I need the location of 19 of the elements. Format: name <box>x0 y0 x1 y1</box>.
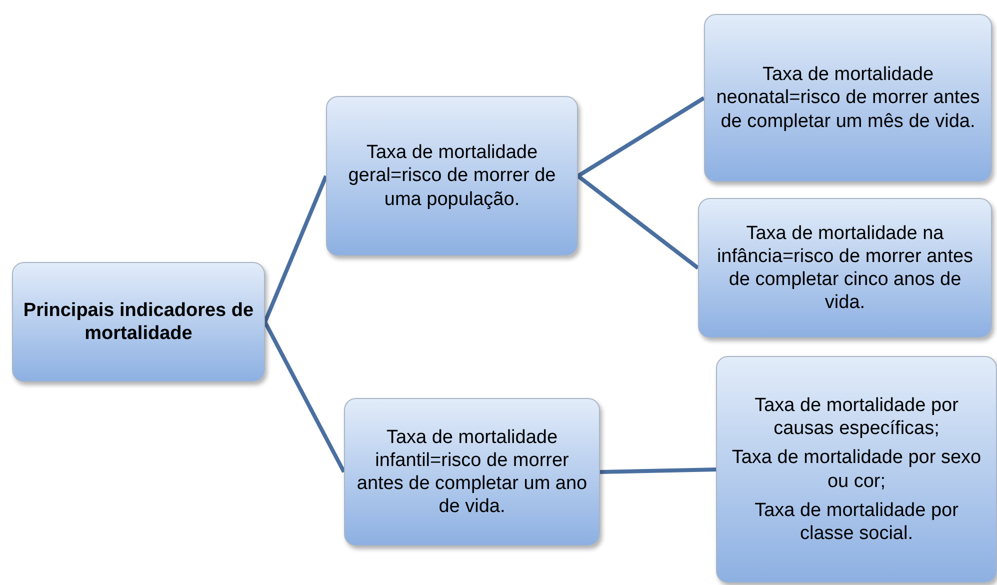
process-box <box>344 398 600 546</box>
process-box <box>716 356 997 583</box>
connector-line <box>576 174 700 270</box>
box-text: Taxa de mortalidade por causas específicas; <box>754 394 960 440</box>
box-text: Taxa de mortalidade na infância=risco de morrer antes de completar cinco anos de vida. <box>716 222 974 314</box>
box-text: Taxa de mortalidade por classe social. <box>754 498 960 546</box>
connector-line <box>576 96 706 178</box>
connector-line <box>600 468 716 474</box>
box-text: Taxa de mortalidade geral=risco de morrer de uma população. <box>347 141 557 211</box>
process-box <box>698 198 992 338</box>
process-box <box>12 262 265 382</box>
box-text: Principais indicadores de mortalidade <box>23 298 254 346</box>
connector-line <box>263 321 346 473</box>
process-box <box>326 96 578 256</box>
box-text: Taxa de mortalidade neonatal=risco de morrer antes de completar um mês de vida. <box>715 63 981 133</box>
box-text: Taxa de mortalidade por sexo ou cor; <box>730 446 982 493</box>
connector-line <box>263 175 328 323</box>
process-box <box>704 14 992 182</box>
box-text: Taxa de mortalidade infantil=risco de morrer antes de completar um ano de vida. <box>356 426 588 518</box>
